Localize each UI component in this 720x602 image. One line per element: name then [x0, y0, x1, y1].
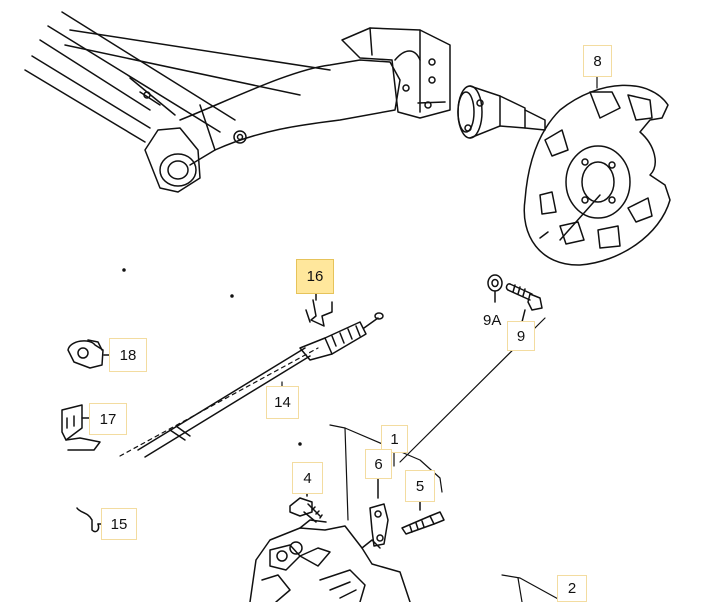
clip-part: [305, 292, 333, 327]
caliper-assembly: [249, 519, 411, 602]
axle-beam: [24, 11, 451, 193]
backing-plate: [523, 84, 671, 266]
adjuster-part: [401, 495, 445, 535]
callout-18[interactable]: 18: [109, 338, 147, 372]
lever-part: [369, 475, 389, 547]
callout-15[interactable]: 15: [101, 508, 137, 540]
callout-14[interactable]: 14: [266, 386, 299, 419]
stub-axle: [457, 85, 546, 139]
callout-1[interactable]: 1: [381, 425, 408, 453]
label-9a[interactable]: 9A: [483, 312, 502, 329]
callout-9[interactable]: 9: [507, 321, 535, 351]
handbrake-cable: [119, 312, 384, 458]
callout-5[interactable]: 5: [405, 470, 435, 502]
callout-4[interactable]: 4: [292, 462, 323, 494]
callout-2[interactable]: 2: [557, 575, 587, 602]
callout-8[interactable]: 8: [583, 45, 612, 77]
bracket-part: [61, 404, 101, 451]
callout-16-highlighted[interactable]: 16: [296, 259, 334, 294]
callout-17[interactable]: 17: [89, 403, 127, 435]
bolt-and-washer: [487, 274, 543, 323]
callout-6[interactable]: 6: [365, 449, 392, 479]
